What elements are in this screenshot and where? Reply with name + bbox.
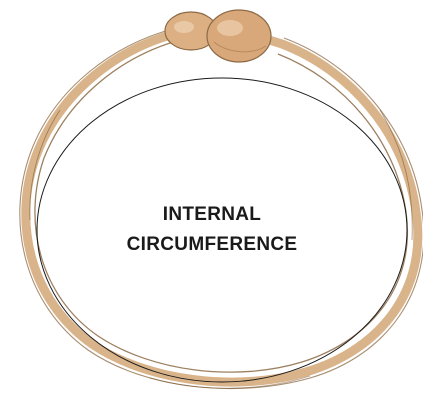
label-line-1: INTERNAL [162, 204, 262, 225]
label-line-2: CIRCUMFERENCE [126, 234, 298, 255]
bangle-ring-icon [19, 27, 423, 390]
diagram-label: INTERNAL CIRCUMFERENCE [112, 200, 312, 260]
bead-clasp-icon [164, 9, 272, 63]
inner-circumference-line [36, 77, 408, 383]
